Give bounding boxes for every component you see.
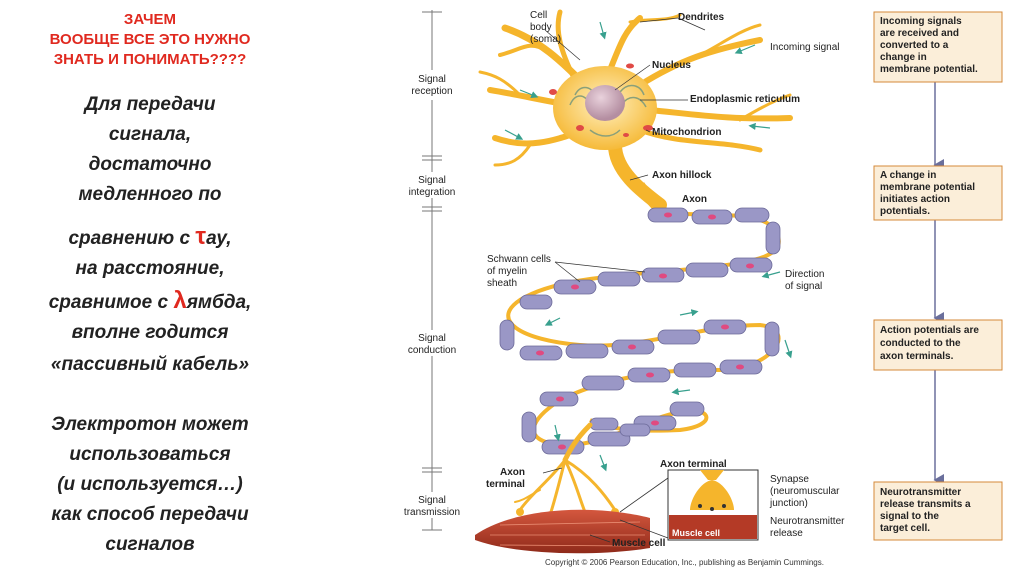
label-axon-hillock: Axon hillock <box>652 170 712 181</box>
svg-text:Signal: Signal <box>418 333 446 344</box>
label-nucleus: Nucleus <box>652 60 691 71</box>
svg-text:terminal: terminal <box>486 479 525 490</box>
label-schwann: Schwann cells of myelin sheath <box>487 254 551 289</box>
svg-text:Signal: Signal <box>418 74 446 85</box>
svg-text:potentials.: potentials. <box>880 206 930 217</box>
svg-text:of signal: of signal <box>785 281 822 292</box>
label-muscle-cell: Muscle cell <box>612 538 666 549</box>
paragraph-line: сравнимое с λямбда, <box>48 287 252 314</box>
svg-text:axon terminals.: axon terminals. <box>880 351 954 362</box>
title-line: ВООБЩЕ ВСЕ ЭТО НУЖНО <box>49 31 251 48</box>
svg-text:Signal: Signal <box>418 175 446 186</box>
label-axon-terminal-left: Axon terminal <box>486 467 525 490</box>
paragraph-line: Для передачи <box>84 94 216 115</box>
svg-text:Direction: Direction <box>785 269 824 280</box>
label-mitochondrion: Mitochondrion <box>652 127 721 138</box>
title-line: ЗНАТЬ И ПОНИМАТЬ???? <box>53 51 247 68</box>
svg-text:initiates action: initiates action <box>880 194 950 205</box>
svg-text:Neurotransmitter: Neurotransmitter <box>770 516 845 527</box>
copyright: Copyright © 2006 Pearson Education, Inc.… <box>545 558 824 567</box>
svg-text:release: release <box>770 528 803 539</box>
svg-text:release transmits a: release transmits a <box>880 499 971 510</box>
svg-text:junction): junction) <box>769 498 808 509</box>
nucleus <box>585 85 625 121</box>
svg-text:A change in: A change in <box>880 170 936 181</box>
muscle-striations <box>490 521 645 547</box>
paragraph-line: сигнала, <box>108 124 192 145</box>
info-box-conduction: Action potentials are conducted to the a… <box>873 319 1003 371</box>
label-axon: Axon <box>682 194 707 205</box>
paragraph-line: сравнению с τау, <box>68 223 232 250</box>
svg-text:Signal: Signal <box>418 495 446 506</box>
paragraph-line: достаточно <box>88 154 212 175</box>
label-synapse: Synapse (neuromuscular junction) <box>769 474 840 509</box>
mitochondria <box>549 63 653 137</box>
muscle-cell <box>475 509 650 554</box>
svg-text:Axon: Axon <box>500 467 525 478</box>
svg-text:conducted to the: conducted to the <box>880 338 961 349</box>
paragraph-line: использоваться <box>69 444 231 465</box>
paragraph-line: вполне годится <box>71 322 229 343</box>
svg-text:reception: reception <box>411 86 452 97</box>
svg-text:integration: integration <box>409 187 456 198</box>
svg-text:sheath: sheath <box>487 278 517 289</box>
svg-text:Schwann cells: Schwann cells <box>487 254 551 265</box>
svg-text:transmission: transmission <box>404 507 460 518</box>
stage-label-conduction: Signal conduction <box>398 330 466 356</box>
svg-text:Action potentials are: Action potentials are <box>880 325 979 336</box>
svg-text:change in: change in <box>880 52 927 63</box>
paragraph-line: сигналов <box>105 534 195 555</box>
info-box-transmission: Neurotransmitter release transmits a sig… <box>873 481 1003 541</box>
stage-label-integration: Signal integration <box>398 172 466 198</box>
question-title: ЗАЧЕМ ВООБЩЕ ВСЕ ЭТО НУЖНО ЗНАТЬ И ПОНИМ… <box>20 10 280 70</box>
svg-text:membrane potential.: membrane potential. <box>880 64 978 75</box>
left-text-panel: ЗАЧЕМ ВООБЩЕ ВСЕ ЭТО НУЖНО ЗНАТЬ И ПОНИМ… <box>0 0 300 574</box>
signal-arrows <box>504 21 793 472</box>
label-dendrites: Dendrites <box>678 12 725 23</box>
svg-text:membrane potential: membrane potential <box>880 182 975 193</box>
svg-text:are received and: are received and <box>880 28 959 39</box>
svg-text:(neuromuscular: (neuromuscular <box>770 486 840 497</box>
svg-text:Synapse: Synapse <box>770 474 809 485</box>
title-line: ЗАЧЕМ <box>123 11 177 28</box>
tau-symbol: τ <box>195 223 207 250</box>
label-er: Endoplasmic reticulum <box>690 94 800 105</box>
info-box-integration: A change in membrane potential initiates… <box>873 165 1003 221</box>
svg-text:of myelin: of myelin <box>487 266 527 277</box>
svg-text:(soma): (soma) <box>530 34 561 45</box>
stage-label-reception: Signal reception <box>400 70 464 100</box>
label-neurotransmitter-release: Neurotransmitter release <box>770 516 845 539</box>
label-incoming-signal: Incoming signal <box>770 42 839 53</box>
label-axon-terminal-inset: Axon terminal <box>660 459 727 470</box>
svg-text:conduction: conduction <box>408 345 456 356</box>
svg-text:converted to a: converted to a <box>880 40 949 51</box>
label-direction: Direction of signal <box>785 269 824 292</box>
label-cell-body: Cell body (soma) <box>530 10 561 45</box>
svg-text:signal to the: signal to the <box>880 511 939 522</box>
paragraph-line: Электротон может <box>51 414 249 435</box>
paragraph-line: (и используется…) <box>57 474 243 495</box>
leader-lines <box>542 17 706 543</box>
info-box-reception: Incoming signals are received and conver… <box>873 11 1003 83</box>
paragraph-line: «пассивный кабель» <box>50 354 250 375</box>
label-muscle-cell-inset: Muscle cell <box>672 528 720 538</box>
paragraph-line: медленного по <box>78 184 222 205</box>
svg-text:Incoming signals: Incoming signals <box>880 16 962 27</box>
svg-text:target cell.: target cell. <box>880 523 930 534</box>
svg-text:Neurotransmitter: Neurotransmitter <box>880 487 961 498</box>
svg-text:body: body <box>530 22 552 33</box>
schwann-nuclei <box>536 212 754 450</box>
lambda-symbol: λ <box>173 287 187 314</box>
paragraph-line: на расстояние, <box>75 258 225 279</box>
axon-terminal-branches <box>514 422 617 517</box>
paragraph-line: как способ передачи <box>51 504 249 525</box>
svg-text:Cell: Cell <box>530 10 547 21</box>
synapse-inset <box>619 469 759 541</box>
stage-label-transmission: Signal transmission <box>392 492 472 518</box>
